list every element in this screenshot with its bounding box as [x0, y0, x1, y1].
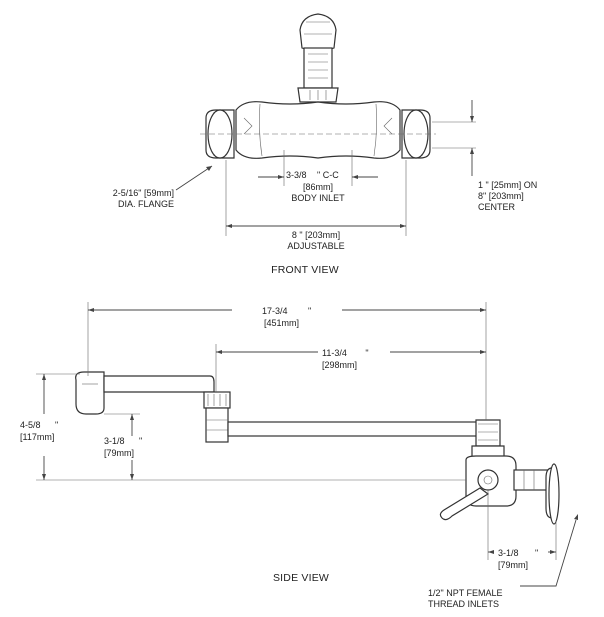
arm-reach-dim: 11-3/4 " [322, 348, 369, 359]
wall-offset-value: 3-1/8 [498, 548, 519, 558]
height-metric: [117mm] [20, 432, 55, 442]
height-dim: 4-5/8 " [20, 420, 58, 431]
front-view-faucet [200, 13, 436, 159]
flange-text: DIA. FLANGE [117, 199, 174, 209]
offset-label: 1 " [25mm] ON 8" [203mm] CENTER [478, 180, 537, 213]
overall-reach-dim: 17-3/4 " [262, 306, 311, 317]
body-inlet-dim: 3-3/8 " C-C [286, 170, 339, 181]
adjustable-dim: 8 " [203mm] [291, 230, 341, 240]
front-view-title: FRONT VIEW [271, 264, 339, 276]
spout-drop-mark: " [139, 436, 143, 446]
arm-reach-metric: [298mm] [322, 360, 358, 370]
front-view-dimensions [175, 100, 476, 236]
side-view-dimensions [36, 302, 578, 587]
arm-reach-value: 11-3/4 [322, 348, 347, 358]
wall-offset-mark: " [535, 548, 539, 558]
overall-reach-metric: [451mm] [264, 318, 300, 328]
spout-drop-dim: 3-1/8 " [104, 436, 142, 447]
inlets-line1: 1/2" NPT FEMALE [428, 588, 503, 598]
wall-offset-metric: [79mm] [498, 560, 529, 570]
body-inlet-text: BODY INLET [291, 193, 345, 203]
spout-drop-value: 3-1/8 [104, 436, 125, 446]
spout-drop-metric: [79mm] [104, 448, 135, 458]
offset-line3: CENTER [478, 202, 516, 212]
side-view-title: SIDE VIEW [272, 572, 330, 584]
flange-dim: 2-5/16" [59mm] [112, 188, 174, 198]
overall-reach-mark: " [308, 306, 312, 316]
flange-label: 2-5/16" [59mm] DIA. FLANGE [64, 188, 174, 210]
overall-reach-value: 17-3/4 [262, 306, 288, 316]
body-inlet-mark: " C-C [317, 170, 339, 180]
inlets-label: 1/2" NPT FEMALE THREAD INLETS [428, 588, 503, 610]
height-value: 4-5/8 [20, 420, 41, 430]
body-inlet-metric: [86mm] [302, 182, 333, 192]
body-inlet-value: 3-3/8 [286, 170, 307, 180]
adjustable-text: ADJUSTABLE [287, 241, 345, 251]
inlets-line2: THREAD INLETS [428, 599, 500, 609]
arm-reach-mark: " [365, 348, 369, 358]
side-view-faucet [75, 371, 560, 525]
wall-offset-dim: 3-1/8 " [498, 548, 538, 559]
offset-line1: 1 " [25mm] ON [478, 180, 538, 190]
height-mark: " [55, 420, 59, 430]
offset-line2: 8" [203mm] [478, 191, 524, 201]
